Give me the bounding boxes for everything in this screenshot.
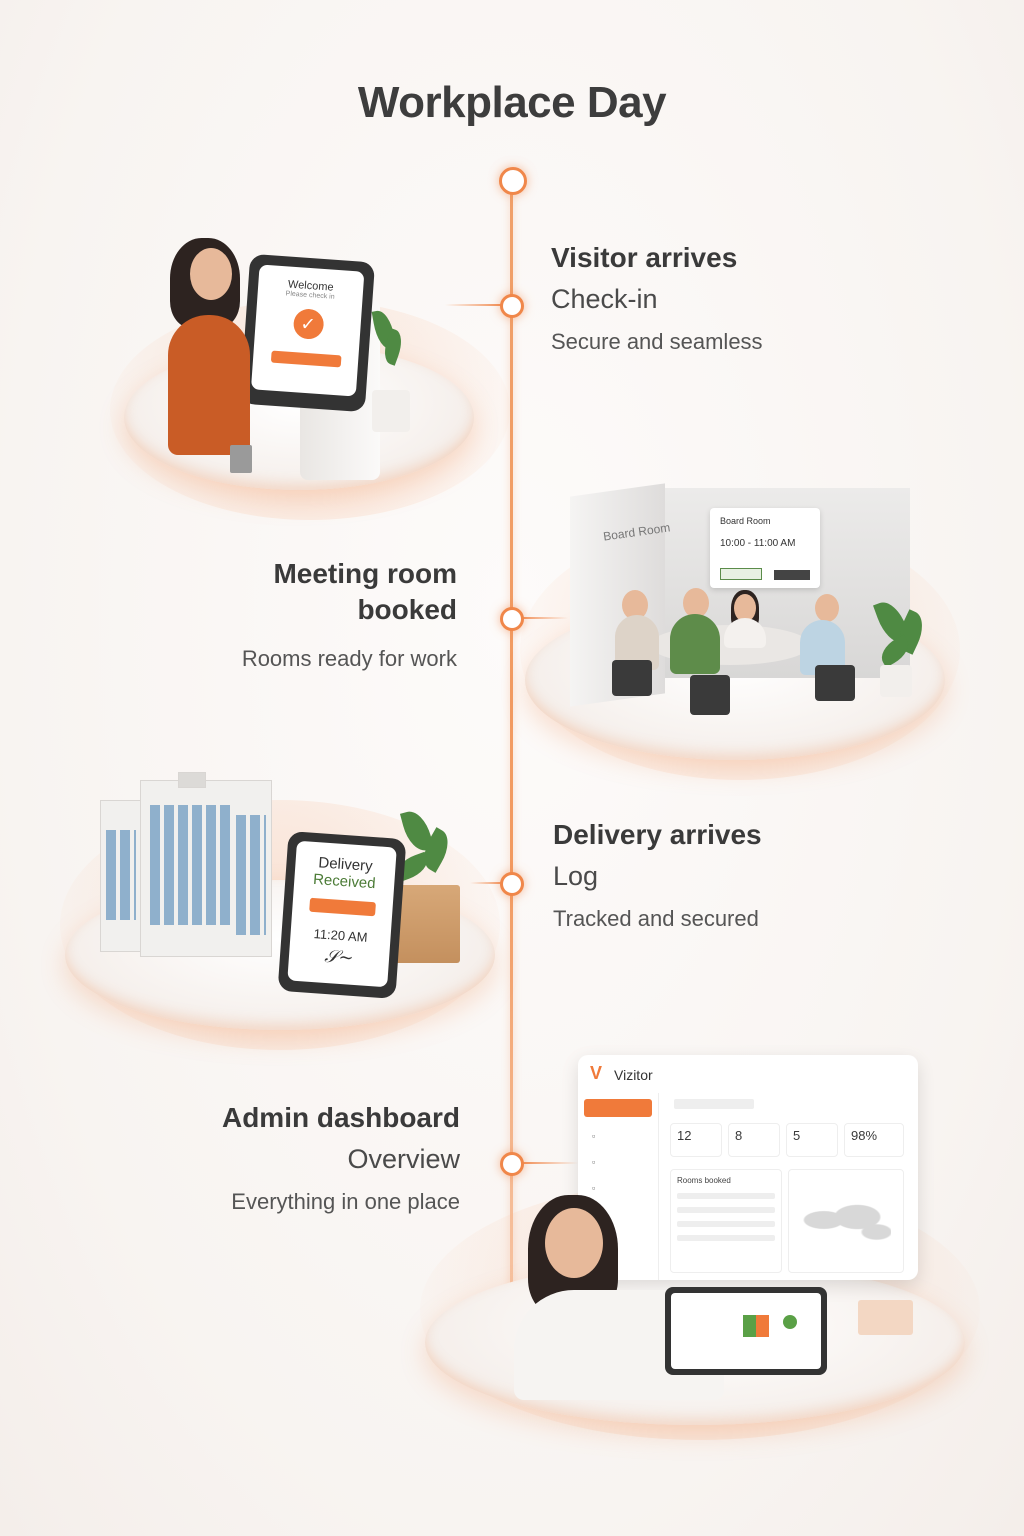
tablet-chart: [743, 1315, 769, 1337]
delivery-code-bar: [309, 897, 376, 917]
admin-dashboard-screen: V Vizitor ▫ ▫ ▫ 12 8 5 98% Rooms booked: [578, 1055, 918, 1280]
stage-checkin-action: Check-in: [551, 284, 658, 314]
sidebar-item-deliveries[interactable]: ▫: [592, 1183, 596, 1193]
stage-delivery-description: Tracked and secured: [553, 906, 759, 931]
sidebar-item-dashboard[interactable]: [584, 1099, 652, 1117]
stage-meeting-heading-line2: booked: [357, 594, 457, 625]
room-sign-title: Board Room: [720, 516, 771, 526]
stage-checkin-heading: Visitor arrives: [551, 242, 738, 273]
stage-admin-description: Everything in one place: [231, 1189, 460, 1214]
tablet-badge: [783, 1315, 797, 1329]
kiosk-checkin-button[interactable]: [270, 350, 342, 368]
connector-2: [518, 617, 568, 619]
stage-meeting-description: Rooms ready for work: [241, 646, 457, 671]
connector-4: [518, 1162, 578, 1164]
check-icon: ✓: [292, 308, 325, 341]
plant-pot-1: [372, 390, 410, 432]
stage-delivery-text: Delivery arrives Log Tracked and secured: [553, 817, 762, 932]
stat-card-4: 98%: [844, 1123, 904, 1157]
timeline-node-3: [500, 872, 524, 896]
stage-meeting-heading-line1: Meeting room: [273, 558, 457, 589]
rooms-booked-panel: Rooms booked: [670, 1169, 782, 1273]
stage-admin-action: Overview: [347, 1144, 460, 1174]
stage-meeting-text: Meeting room booked Rooms ready for work: [180, 556, 457, 672]
timeline-node-1: [500, 294, 524, 318]
timeline-start-node: [499, 167, 527, 195]
dashboard-greeting-bar: [674, 1099, 754, 1109]
dashboard-sidebar: ▫ ▫ ▫: [578, 1093, 659, 1280]
delivery-screen: Delivery Received 11:20 AM 𝒮~: [287, 840, 397, 988]
timeline-node-2: [500, 607, 524, 631]
delivery-device: Delivery Received 11:20 AM 𝒮~: [277, 831, 407, 999]
sidebar-item-visitors[interactable]: ▫: [592, 1131, 596, 1141]
stage-delivery-action: Log: [553, 861, 599, 891]
timeline-line: [510, 194, 513, 1314]
dashboard-logo-icon: V: [590, 1063, 603, 1083]
stage-admin-text: Admin dashboard Overview Everything in o…: [160, 1100, 460, 1215]
kiosk-tablet: Welcome Please check in ✓: [239, 253, 376, 413]
connector-1: [445, 304, 505, 306]
room-sign-status: [720, 568, 762, 580]
world-map-icon: [795, 1190, 891, 1250]
sidebar-item-rooms[interactable]: ▫: [592, 1157, 596, 1167]
stage-admin-heading: Admin dashboard: [221, 1102, 460, 1133]
signature-icon: 𝒮~: [323, 945, 355, 969]
room-sign-time: 10:00 - 11:00 AM: [720, 538, 796, 549]
room-booking-sign: Board Room 10:00 - 11:00 AM: [710, 508, 820, 588]
kiosk-screen: Welcome Please check in ✓: [250, 264, 365, 397]
room-sign-button: [774, 570, 810, 580]
connector-3: [470, 882, 506, 884]
stat-card-2: 8: [728, 1123, 780, 1157]
stat-card-1: 12: [670, 1123, 722, 1157]
dashboard-brand: Vizitor: [614, 1067, 653, 1083]
timeline-node-4: [500, 1152, 524, 1176]
stage-checkin-description: Secure and seamless: [551, 329, 763, 354]
desk-organizer: [858, 1300, 913, 1335]
admin-tablet: [665, 1287, 827, 1375]
stage-checkin-text: Visitor arrives Check-in Secure and seam…: [551, 240, 763, 355]
admin-tablet-screen: [671, 1293, 821, 1369]
map-panel: [788, 1169, 904, 1273]
stat-card-3: 5: [786, 1123, 838, 1157]
delivery-time: 11:20 AM: [313, 926, 369, 945]
rooms-booked-title: Rooms booked: [677, 1176, 731, 1185]
page-title: Workplace Day: [357, 78, 667, 127]
stage-delivery-heading: Delivery arrives: [553, 819, 762, 850]
